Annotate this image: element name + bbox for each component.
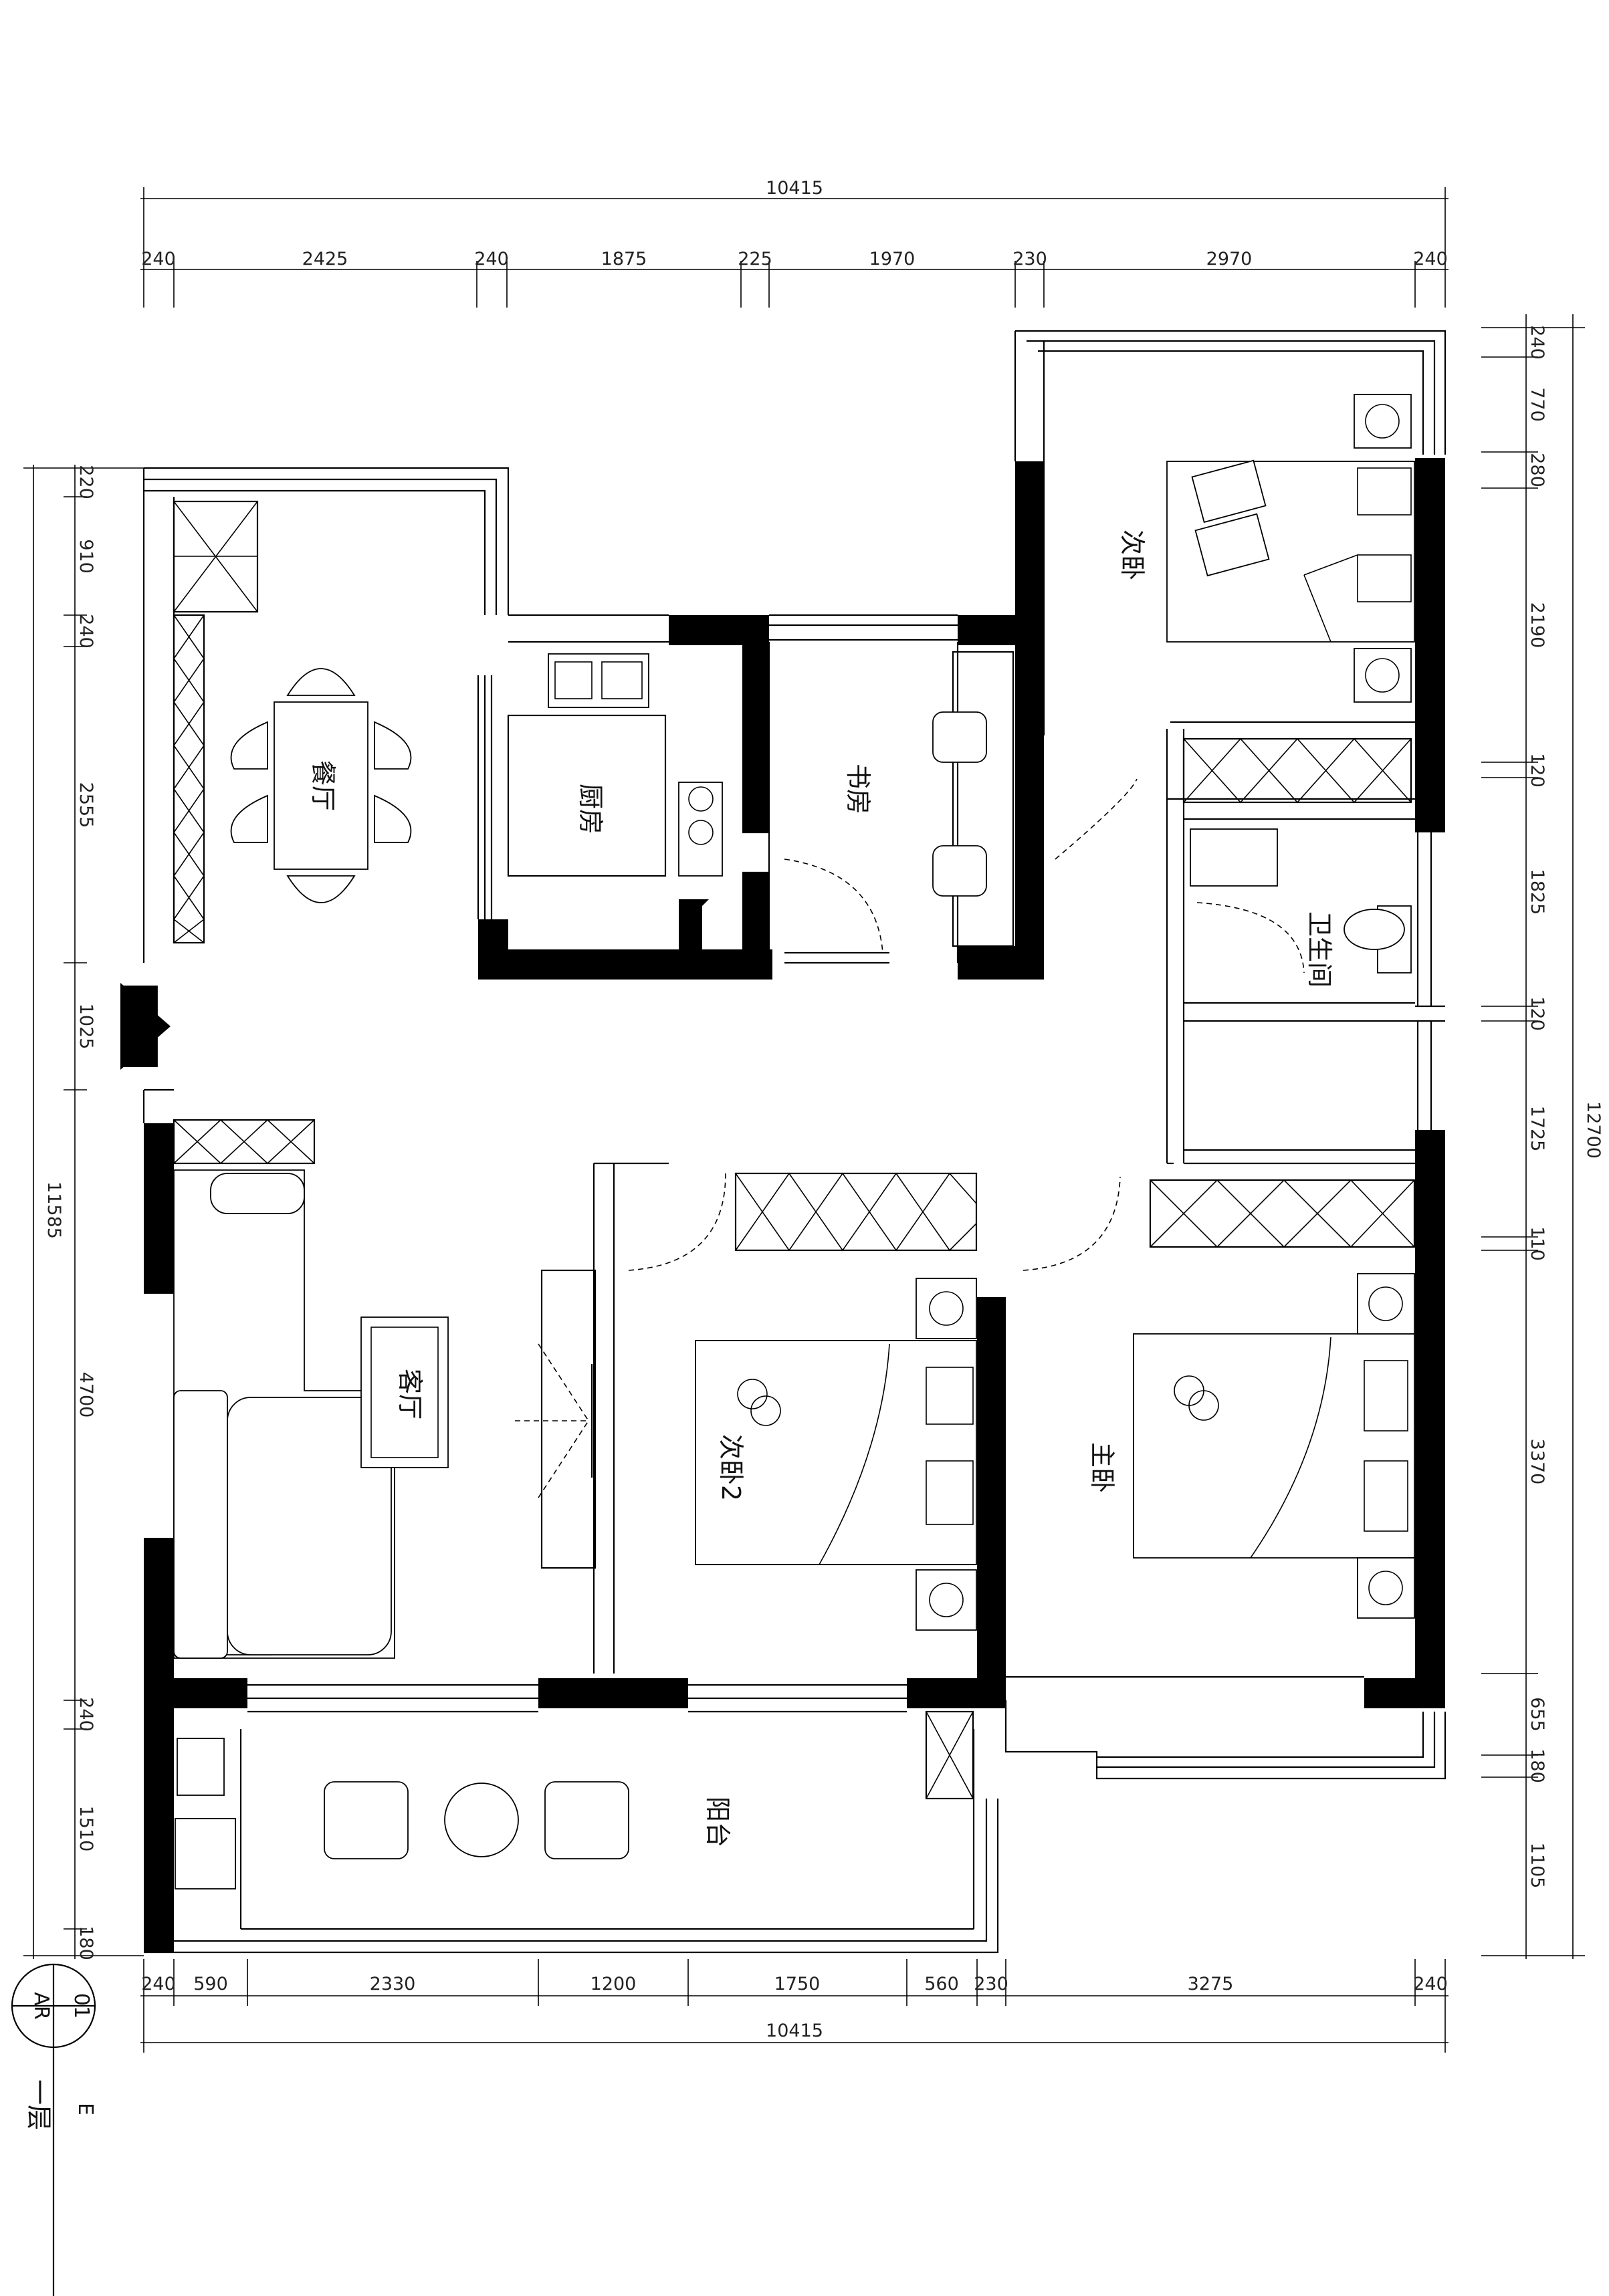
bottom-seg-2: 2330: [370, 1974, 416, 1994]
bottom-seg-6: 230: [974, 1974, 1008, 1994]
wardrobe-bath: 卫生间: [1055, 737, 1412, 988]
study: 书房: [784, 651, 1014, 953]
nightstand-5: [1357, 1273, 1415, 1335]
dining-sideboard: [173, 614, 205, 944]
title-tag-edge: E: [74, 2103, 97, 2115]
dining-area: 餐厅: [173, 500, 412, 944]
washing-machine: [175, 1818, 236, 1889]
top-seg-5: 1970: [869, 249, 916, 269]
balcony: 阳台: [175, 1710, 974, 1889]
bath-basin: [1190, 828, 1278, 887]
right-seg-1: 770: [1527, 387, 1547, 422]
top-seg-8: 240: [1413, 249, 1448, 269]
bedroom-secondary: 次卧: [1117, 394, 1415, 703]
balcony-sink: [177, 1738, 225, 1796]
left-seg-8: 180: [76, 1926, 96, 1960]
room-label-dining: 餐厅: [308, 760, 338, 811]
right-seg-4: 120: [1527, 753, 1547, 788]
room-label-bathroom: 卫生间: [1305, 911, 1334, 988]
right-seg-10: 655: [1527, 1697, 1547, 1732]
right-seg-6: 120: [1527, 996, 1547, 1031]
kitchen: 厨房: [507, 653, 723, 877]
bedroom-3: 次卧2: [628, 1172, 978, 1631]
sofa: [173, 1169, 395, 1659]
stove: [678, 782, 723, 877]
bottom-seg-5: 560: [924, 1974, 959, 1994]
top-dimensions: 10415 240 2425 240 1875 225 1970 230 297…: [140, 178, 1449, 308]
nightstand-6: [1357, 1557, 1415, 1619]
top-seg-4: 225: [738, 249, 772, 269]
balcony-chair-2: [544, 1781, 629, 1859]
bottom-total-dim: 10415: [766, 2021, 823, 2041]
dining-table: [274, 701, 368, 870]
bed-bedroom3: [695, 1340, 977, 1565]
bottom-dimensions: 240 590 2330 1200 1750 560 230 3275 240 …: [140, 1959, 1449, 2053]
balcony-chair-1: [324, 1781, 409, 1859]
balcony-table: [444, 1783, 519, 1857]
living-room: 客厅: [120, 983, 597, 1659]
room-label-living: 客厅: [395, 1369, 425, 1419]
drawing-title-tag: 01 AR 一层 E: [11, 1963, 97, 2296]
left-seg-5: 4700: [76, 1372, 96, 1418]
dining-chairs: [230, 668, 412, 903]
tv-wall-unit: [540, 1269, 597, 1569]
coffee-table: [360, 1316, 449, 1468]
bottom-seg-4: 1750: [774, 1974, 821, 1994]
right-seg-2: 280: [1527, 453, 1547, 487]
right-seg-3: 2190: [1527, 602, 1547, 649]
room-label-bedroom2: 次卧: [1117, 530, 1147, 580]
left-seg-4: 1025: [76, 1004, 96, 1050]
left-dimensions: 11585 220 910 240 2555 1025 4700 240 151…: [23, 465, 144, 1960]
left-seg-7: 1510: [76, 1806, 96, 1852]
left-seg-3: 2555: [76, 782, 96, 828]
master-bedroom: 主卧: [1023, 1176, 1416, 1619]
left-seg-1: 910: [76, 539, 96, 574]
top-total-dim: 10415: [766, 178, 823, 199]
nightstand-2: [1354, 648, 1412, 703]
title-tag-code: AR: [29, 1992, 53, 2019]
nightstand-1: [1354, 394, 1412, 449]
room-label-study: 书房: [843, 764, 873, 814]
right-total-dim: 12700: [1583, 1101, 1604, 1159]
bed-master: [1133, 1333, 1415, 1559]
right-seg-9: 3370: [1527, 1439, 1547, 1485]
bottom-seg-0: 240: [141, 1974, 176, 1994]
room-label-kitchen: 厨房: [576, 784, 605, 834]
study-chair-2: [932, 845, 987, 897]
room-label-balcony: 阳台: [703, 1797, 732, 1847]
right-seg-5: 1825: [1527, 869, 1547, 915]
top-seg-0: 240: [141, 249, 176, 269]
wall-outlines: [142, 330, 1446, 1954]
study-desk: [952, 651, 1014, 947]
right-dimensions: 12700 240 770 280 2190 120 1825 120 1725…: [1481, 314, 1604, 1959]
study-chair-1: [932, 711, 987, 763]
bottom-seg-7: 3275: [1188, 1974, 1234, 1994]
bottom-seg-8: 240: [1413, 1974, 1448, 1994]
left-seg-0: 220: [76, 465, 96, 499]
title-tag-number: 01: [70, 1993, 93, 2019]
solid-walls: [144, 458, 1445, 1952]
left-seg-6: 240: [76, 1697, 96, 1732]
right-seg-0: 240: [1527, 325, 1547, 360]
room-label-master: 主卧: [1087, 1442, 1117, 1493]
left-seg-2: 240: [76, 614, 96, 649]
right-seg-7: 1725: [1527, 1106, 1547, 1152]
room-label-bedroom3: 次卧2: [716, 1434, 746, 1501]
top-seg-7: 2970: [1206, 249, 1253, 269]
top-seg-3: 1875: [601, 249, 647, 269]
nightstand-3: [916, 1278, 977, 1339]
right-seg-12: 1105: [1527, 1843, 1547, 1889]
left-total-dim: 11585: [43, 1181, 64, 1239]
nightstand-4: [916, 1569, 977, 1631]
top-seg-2: 240: [474, 249, 509, 269]
bottom-seg-1: 590: [193, 1974, 228, 1994]
title-tag-title: 一层: [24, 2079, 53, 2130]
top-seg-6: 230: [1012, 249, 1047, 269]
top-seg-1: 2425: [302, 249, 348, 269]
right-seg-11: 180: [1527, 1748, 1547, 1783]
bottom-seg-3: 1200: [591, 1974, 637, 1994]
right-seg-8: 110: [1527, 1226, 1547, 1261]
tv-cabinet: [173, 1119, 316, 1165]
